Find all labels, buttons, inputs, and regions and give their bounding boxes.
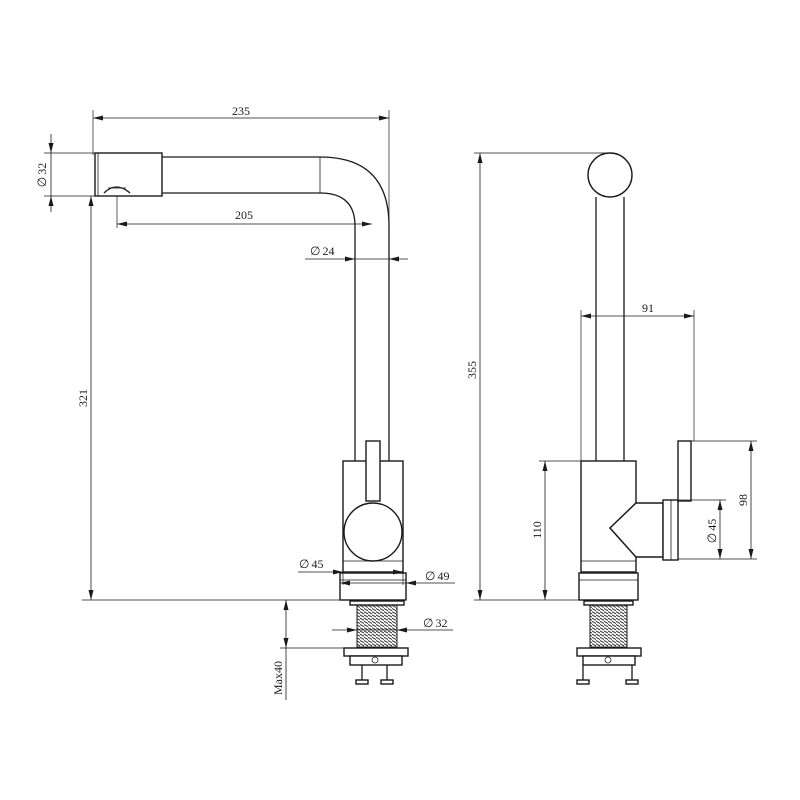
- arrow-45-side-bottom: [717, 549, 723, 559]
- mounting-nut: [349, 655, 403, 666]
- label-235: 235: [232, 104, 250, 118]
- side-shank-thread: [589, 601, 628, 648]
- label-lever-diameter: ∅45: [705, 519, 719, 543]
- label-tube-diameter: ∅24: [310, 244, 334, 258]
- stud-foot-left: [355, 679, 369, 685]
- label-shank-diameter: ∅32: [423, 616, 447, 630]
- lever-hub: [662, 499, 679, 561]
- shank-thread: [356, 601, 398, 648]
- spout-head: [94, 152, 163, 197]
- arrow-24-left: [345, 256, 355, 262]
- arrow-32-shank-left: [347, 627, 357, 633]
- arrow-45-left: [333, 569, 343, 575]
- side-mounting-nut: [582, 655, 636, 666]
- hose-center: [371, 656, 379, 664]
- side-mounting-washer: [576, 647, 642, 657]
- arrow-235-right: [379, 115, 389, 121]
- side-base-plate: [578, 572, 639, 601]
- label-max40: Max40: [271, 661, 285, 695]
- spout-bend-inner: [319, 192, 356, 227]
- arrow-355-bottom: [477, 590, 483, 600]
- label-handle-diameter: ∅45: [299, 557, 323, 571]
- label-205: 205: [235, 208, 253, 222]
- spout-bend-outer: [319, 156, 390, 227]
- handle-lever: [365, 440, 381, 502]
- arrow-49-right: [406, 580, 416, 586]
- spout-outlet-circle: [587, 152, 633, 198]
- arrow-32-shank-right: [397, 627, 407, 633]
- arrow-49-left: [340, 580, 350, 586]
- base-plate: [339, 572, 407, 601]
- shank-top-washer: [349, 600, 405, 606]
- arrow-32-top: [48, 143, 54, 153]
- arrow-98-top: [748, 441, 754, 451]
- arrow-205-left: [117, 221, 127, 227]
- arrow-110-bottom: [542, 590, 548, 600]
- label-91: 91: [642, 301, 654, 315]
- arrow-321-top: [88, 196, 94, 206]
- label-outlet-diameter: ∅32: [35, 163, 49, 187]
- stud-foot-right: [380, 679, 394, 685]
- arrow-32-bottom: [48, 196, 54, 206]
- side-stud-foot-left: [576, 679, 590, 685]
- side-shank-top-washer: [583, 600, 634, 606]
- aerator-outlet: [103, 186, 131, 194]
- handle-knob: [343, 502, 403, 562]
- side-lever: [677, 440, 692, 502]
- arrow-235-left: [93, 115, 103, 121]
- arrow-max40-bottom: [283, 638, 289, 648]
- arrow-45-right: [393, 569, 403, 575]
- label-base-diameter: ∅49: [425, 569, 449, 583]
- front-view: 235 ∅32 205 ∅24 321 ∅45: [35, 104, 455, 700]
- label-110: 110: [530, 521, 544, 539]
- side-stud-foot-right: [625, 679, 639, 685]
- arrow-205-right: [362, 221, 372, 227]
- arrow-24-right: [389, 256, 399, 262]
- side-hose-center: [604, 656, 612, 664]
- arrow-355-top: [477, 153, 483, 163]
- arrow-321-bottom: [88, 590, 94, 600]
- arrow-91-right: [684, 313, 694, 319]
- side-view: 355 91 110 98 ∅45: [465, 152, 757, 685]
- arrow-45-side-top: [717, 500, 723, 510]
- arrow-max40-top: [283, 600, 289, 610]
- arrow-110-top: [542, 461, 548, 471]
- label-355: 355: [465, 361, 479, 379]
- label-98: 98: [736, 494, 750, 506]
- mounting-washer: [343, 647, 409, 657]
- arrow-98-bottom: [748, 549, 754, 559]
- label-321: 321: [76, 389, 90, 407]
- arrow-91-left: [581, 313, 591, 319]
- lever-cone: [609, 502, 637, 558]
